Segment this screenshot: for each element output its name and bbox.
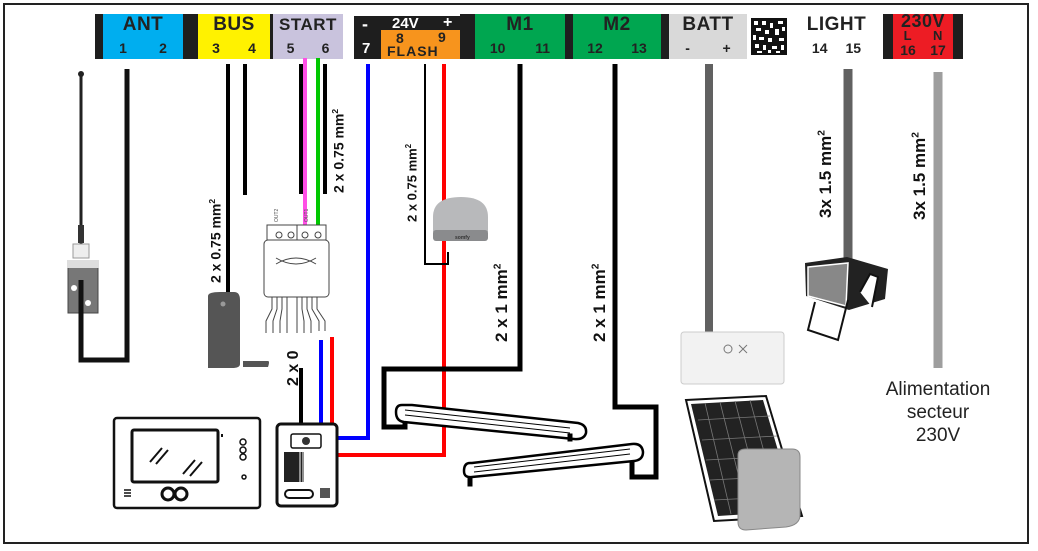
strip-divider <box>883 14 893 59</box>
caption-line-1: Alimentation <box>885 379 991 400</box>
terminal-bus: BUS 3 4 <box>198 14 270 59</box>
pin-8: 8 <box>396 30 404 46</box>
terminal-m2: M2 12 13 <box>573 14 661 59</box>
strip-gap <box>343 14 354 59</box>
out2-label: OUT2 <box>274 208 280 222</box>
terminal-label: M1 <box>506 14 534 35</box>
flash-brand-label: somfy <box>455 235 470 241</box>
wire-flash <box>424 64 449 265</box>
terminal-label: BATT <box>682 14 734 35</box>
wire-m1 <box>383 64 520 428</box>
strip-divider <box>183 14 198 59</box>
mains-caption: Alimentation secteur 230V <box>858 378 1018 447</box>
wire-m2-route <box>612 64 659 480</box>
datamatrix-code-icon <box>748 14 790 59</box>
terminal-m1: M1 10 11 <box>475 14 565 59</box>
pin-1: 1 <box>119 40 127 56</box>
pin-9: 9 <box>438 29 446 45</box>
terminal-label: LIGHT <box>806 14 867 35</box>
wire-m1-route <box>381 64 523 430</box>
pin-14: 14 <box>811 40 828 56</box>
flash-light-icon: somfy <box>433 197 488 241</box>
caption-line-3: 230V <box>915 425 961 446</box>
motor-arm-icon <box>462 442 645 487</box>
pin-minus: - <box>685 40 690 56</box>
interface-module-icon: OUT2 OUT1 <box>263 208 330 333</box>
door-station-icon <box>275 422 339 508</box>
strip-divider <box>460 14 475 59</box>
antenna-icon <box>67 71 99 314</box>
cable-label-bus: 2 x 0.75 mm2 <box>207 198 224 283</box>
strip-divider <box>95 14 103 59</box>
terminal-ant: ANT 1 2 <box>103 14 183 59</box>
pin-4: 4 <box>248 40 256 56</box>
terminal-24v: - 24V + 7 8 9 FLASH <box>354 14 460 59</box>
keypad-icon <box>208 292 269 368</box>
cable-label-m2: 2 x 1 mm2 <box>590 263 609 342</box>
out1-label: OUT1 <box>304 208 310 222</box>
flash-label: FLASH <box>387 43 439 59</box>
caption-line-2: secteur <box>906 402 970 423</box>
terminal-label: M2 <box>603 14 631 35</box>
pin-2: 2 <box>159 40 167 56</box>
pin-5: 5 <box>286 40 295 56</box>
phase-n: N <box>932 28 943 43</box>
flash-sub-block: 8 9 FLASH <box>381 29 460 59</box>
terminal-label: 230V <box>900 11 946 31</box>
phase-l: L <box>903 28 912 43</box>
strip-divider <box>661 14 669 59</box>
terminal-label: 24V <box>392 15 419 32</box>
pin-7: 7 <box>362 40 371 57</box>
pin-6: 6 <box>321 40 330 56</box>
strip-divider <box>270 14 273 59</box>
pin-13: 13 <box>631 40 647 56</box>
battery-icon <box>680 331 785 385</box>
terminal-label: ANT <box>122 14 164 35</box>
minus-sign: - <box>362 14 368 34</box>
pin-15: 15 <box>845 40 862 56</box>
cable-label-light: 3x 1.5 mm2 <box>816 130 835 218</box>
flood-light-icon <box>805 257 888 342</box>
wire-ant <box>78 69 130 363</box>
intercom-monitor-icon <box>112 416 262 510</box>
cable-label-start: 2 x 0.75 mm2 <box>330 108 347 193</box>
strip-divider <box>953 14 963 59</box>
solar-battery-box-icon <box>737 448 801 531</box>
strip-divider <box>565 14 573 59</box>
wire-red <box>330 64 446 457</box>
pin-plus: + <box>722 40 731 56</box>
pin-12: 12 <box>587 40 603 56</box>
plus-sign: + <box>443 14 453 31</box>
pin-16: 16 <box>900 42 916 58</box>
cable-label-mains: 3x 1.5 mm2 <box>910 132 929 220</box>
motor-arm-icon <box>394 403 588 442</box>
diagram-frame <box>3 3 1029 544</box>
pin-10: 10 <box>489 40 506 56</box>
cable-label-intercom: 2 x 0 <box>285 350 302 386</box>
terminal-label: START <box>279 15 337 34</box>
terminal-230v: 230V L N 16 17 <box>893 11 953 59</box>
cable-label-m1: 2 x 1 mm2 <box>492 263 511 342</box>
terminal-label: BUS <box>213 14 255 35</box>
terminal-start: START 5 6 <box>273 14 343 59</box>
pin-11: 11 <box>535 40 551 56</box>
pin-3: 3 <box>212 40 220 56</box>
cable-label-flash: 2 x 0.75 mm2 <box>404 143 420 222</box>
terminal-light: LIGHT 14 15 <box>790 14 883 59</box>
terminal-batt: BATT - + <box>669 14 747 59</box>
wire-blue <box>319 64 370 440</box>
pin-17: 17 <box>930 42 946 58</box>
